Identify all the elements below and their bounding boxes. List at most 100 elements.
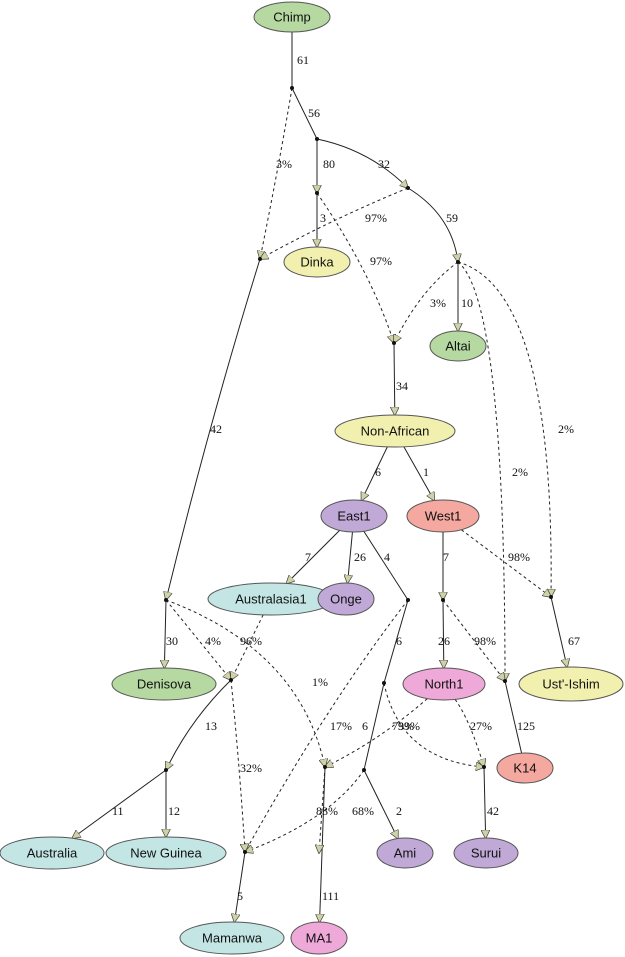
edge-west1-a_ust [461,529,551,597]
edge-a_ust-ustishim [550,596,567,667]
node-ellipse-north1 [402,667,486,701]
edge-north1-a_ma1 [325,698,428,767]
edge-label-e5: 32 [378,157,390,171]
edge-j5-a_ust [457,261,551,597]
node-ellipse-mamanwa [179,921,285,955]
edge-a_ma1-a_ma1b [319,766,326,853]
node-chimp: Chimp [253,1,331,33]
edge-j5-a_na [394,261,459,343]
junction-a_den [258,257,262,261]
edge-label-e17: 1 [423,465,429,479]
edge-j7-a_mam [245,599,409,852]
junction-j9 [382,681,386,685]
edge-a_sur-surui [484,766,486,838]
junction-a_k14 [503,679,507,683]
node-ellipse-chimp [253,1,331,33]
junction-j1 [290,86,294,90]
edge-j2-j4 [316,138,408,188]
node-label-ami: Ami [394,846,417,861]
edge-label-e27: 26 [438,634,450,648]
edge-a_aus-a_mam [230,679,245,852]
edge-label-e39: 2 [396,804,402,818]
junction-j10 [164,768,168,772]
node-ellipse-newguinea [105,836,227,870]
edge-label-e38: 6 [362,719,368,733]
edge-a_na-nonafrican [394,342,395,415]
node-label-newguinea: New Guinea [130,846,202,861]
node-ellipse-australia [0,836,105,870]
node-ellipse-ma1 [290,921,348,955]
edge-j10-australia [72,769,167,838]
node-west1: West1 [406,499,480,533]
node-surui: Surui [453,837,519,869]
node-ellipse-ustishim [518,666,624,702]
edge-j6-denisova [164,599,166,668]
junction-j7 [406,598,410,602]
edge-label-e43: 12 [168,804,180,818]
edge-j6-a_ma1 [165,599,325,767]
junction-a_mam [243,850,247,854]
edge-label-e41: 42 [487,804,499,818]
edge-label-e16: 6 [375,465,381,479]
edge-label-e3: 3% [276,157,292,171]
edge-label-e33: 13 [205,719,217,733]
node-ma1: MA1 [290,921,348,955]
node-ellipse-east1 [320,499,388,533]
edge-label-e36: 27% [470,719,492,733]
edge-east1-onge [348,531,353,583]
node-ellipse-onge [317,582,375,616]
node-label-north1: North1 [424,677,463,692]
edge-label-e26: 96% [240,634,262,648]
edge-label-e46: 83% [316,804,338,818]
edge-label-e8: 97% [370,254,392,268]
node-onge: Onge [317,582,375,616]
edge-j5-a_k14 [457,261,505,681]
node-label-denisova: Denisova [137,677,192,692]
junction-j11 [362,768,366,772]
junction-j3 [315,191,319,195]
node-ellipse-nonafrican [334,414,456,448]
edge-label-e44: 111 [322,889,339,903]
edge-label-e4: 80 [323,157,335,171]
edge-j9-j11 [363,682,385,771]
node-label-nonafrican: Non-African [361,424,430,439]
edge-j4-a_den [260,187,409,259]
edge-label-e24: 30 [166,634,178,648]
edge-label-e34: 32% [240,761,262,775]
node-label-surui: Surui [471,846,501,861]
edge-a_aus-j10 [166,679,232,770]
edge-label-e40: 68% [352,804,374,818]
edge-j3-a_na [316,192,394,343]
edge-a_ma1-ma1 [320,766,326,922]
junction-a_ma1 [323,765,327,769]
node-label-ma1: MA1 [306,931,333,946]
node-ellipse-altai [429,330,487,362]
node-label-k14: K14 [513,761,536,776]
junction-j8 [441,598,445,602]
junction-j6 [164,598,168,602]
edge-australasia1-a_aus [231,614,264,680]
edge-a_mam-mamanwa [234,851,246,922]
node-ellipse-dinka [283,246,351,278]
node-dinka: Dinka [283,246,351,278]
edge-j6-a_aus [165,599,231,680]
edge-label-e31: 17% [330,719,352,733]
node-label-chimp: Chimp [273,10,311,25]
node-north1: North1 [402,667,486,701]
junction-j5 [456,260,460,264]
node-label-ustishim: Ust'-Ishim [542,677,599,692]
node-ellipse-denisova [111,667,217,701]
edge-label-e15: 34 [396,379,408,393]
edge-east1-j7 [363,531,409,601]
edge-j8-north1 [443,599,444,668]
edge-label-e19: 26 [354,550,366,564]
edge-label-e29: 125 [517,719,535,733]
edge-label-e30: 6 [396,634,402,648]
edge-label-e1: 61 [297,53,309,67]
node-ami: Ami [376,837,434,869]
edge-label-e14: 42 [210,422,222,436]
node-label-australia: Australia [27,846,78,861]
edge-j1-j2 [291,87,318,140]
